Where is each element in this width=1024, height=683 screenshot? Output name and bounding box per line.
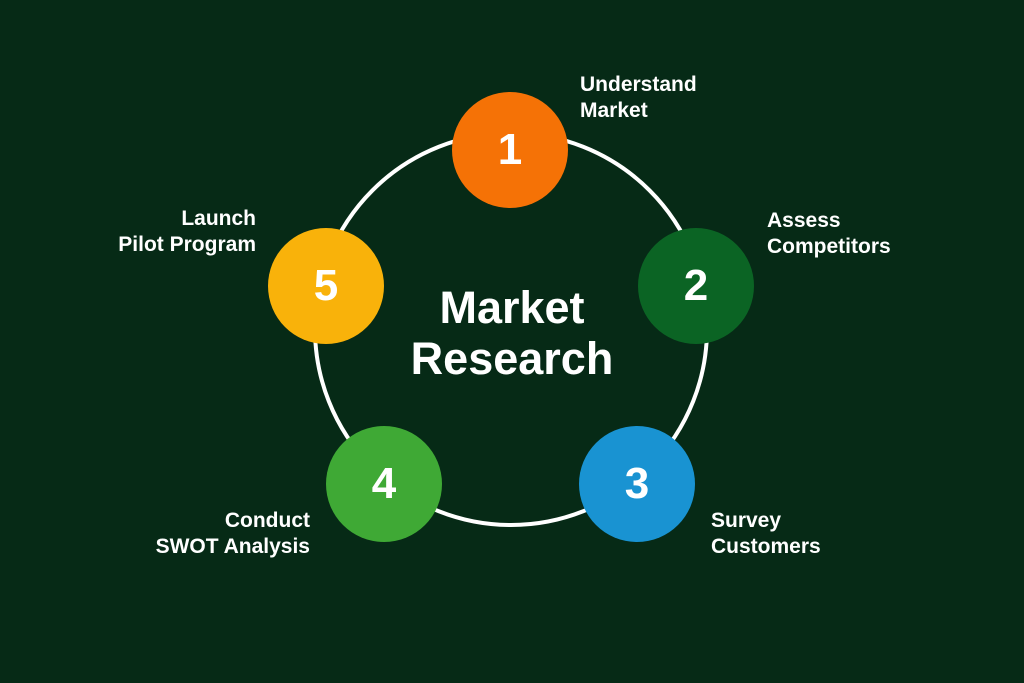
step-4-label-line2: SWOT Analysis (155, 535, 310, 558)
center-title: Market Research (362, 282, 662, 384)
step-1-label-line2: Market (580, 99, 648, 122)
step-2-label: Assess Competitors (767, 208, 891, 260)
step-2-circle: 2 (638, 228, 754, 344)
step-5-label-line1: Launch (181, 207, 256, 230)
step-5-circle: 5 (268, 228, 384, 344)
step-4-label: Conduct SWOT Analysis (156, 508, 310, 560)
step-2-number: 2 (683, 261, 709, 310)
center-title-line1: Market (439, 282, 585, 333)
step-5-number: 5 (313, 261, 339, 310)
step-1-circle: 1 (452, 92, 568, 208)
step-3-label-line2: Customers (711, 535, 821, 558)
step-2-label-line2: Competitors (767, 235, 891, 258)
step-2-label-line1: Assess (767, 209, 841, 232)
step-4-number: 4 (371, 459, 397, 508)
step-4-circle: 4 (326, 426, 442, 542)
step-5-label: Launch Pilot Program (118, 206, 256, 258)
step-3-number: 3 (624, 459, 650, 508)
step-1-label: Understand Market (580, 72, 697, 124)
step-5-label-line2: Pilot Program (118, 233, 256, 256)
step-1-label-line1: Understand (580, 73, 697, 96)
step-4-label-line1: Conduct (224, 509, 310, 532)
step-3-label: Survey Customers (711, 508, 821, 560)
step-3-circle: 3 (579, 426, 695, 542)
step-1-number: 1 (497, 125, 523, 174)
center-title-line2: Research (410, 333, 614, 384)
step-3-label-line1: Survey (711, 509, 782, 532)
